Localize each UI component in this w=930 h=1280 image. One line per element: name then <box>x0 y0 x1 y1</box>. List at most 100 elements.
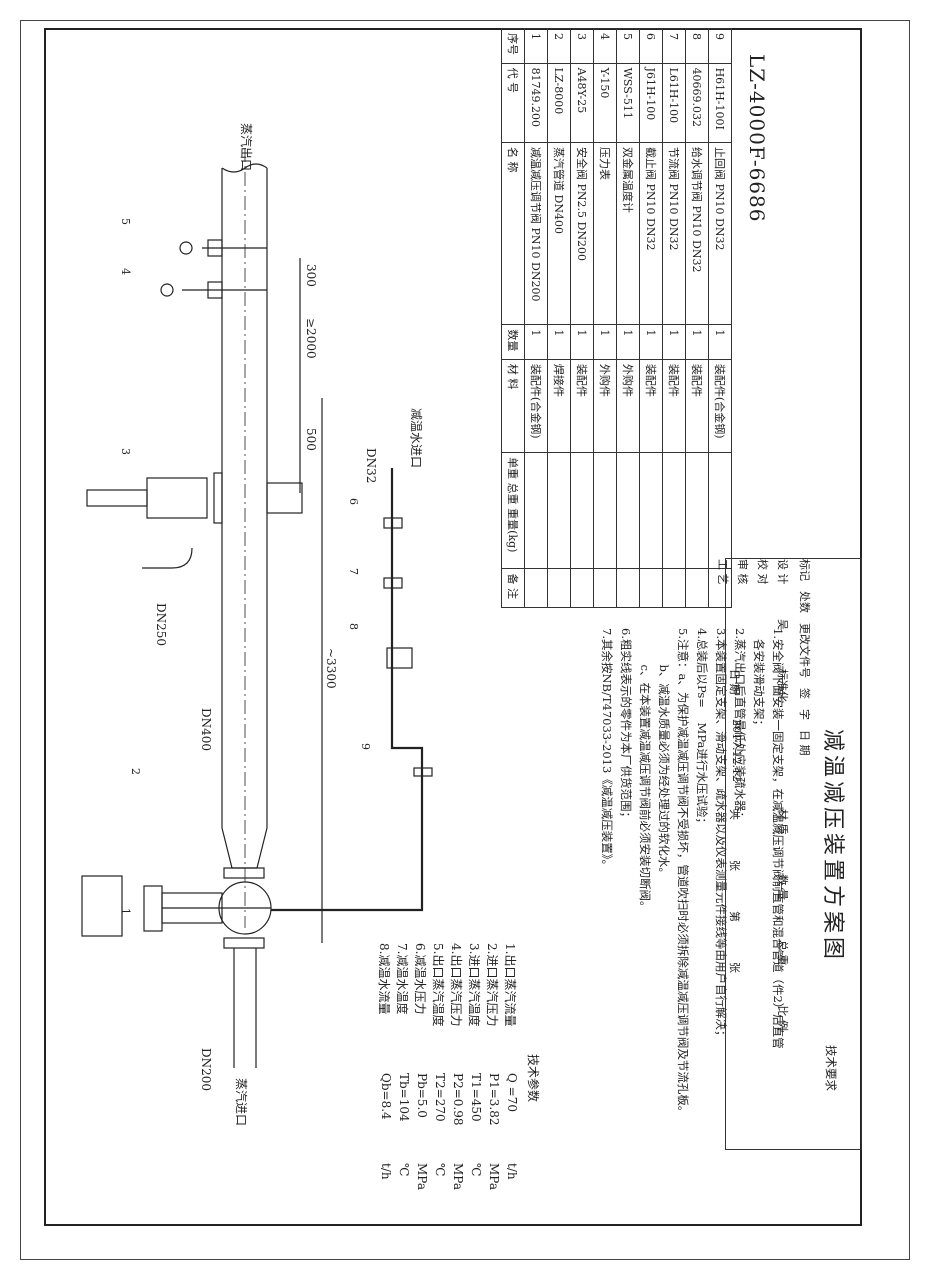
part-remark <box>547 568 571 608</box>
part-unit-weight <box>524 452 548 569</box>
balloon-4: 4 <box>119 268 132 275</box>
part-material: 装配件 <box>570 359 594 453</box>
tech-param-value: Qb=8.4 <box>379 1073 393 1120</box>
tech-params-heading: 技术参数 <box>526 1053 540 1102</box>
designer-name: 吴 <box>776 619 789 630</box>
header-weight-unit: 重量(kg) <box>506 508 519 553</box>
part-name: 双金属温度计 <box>616 142 640 325</box>
tech-param-value: Pb=5.0 <box>415 1073 429 1118</box>
part-material: 装配件(合金钢) <box>524 359 548 453</box>
part-qty: 1 <box>570 324 594 360</box>
label-dn400: DN400 <box>199 708 213 751</box>
revision-headers: 标记处数更改文件号签字日 期 <box>797 559 813 756</box>
part-no: 7 <box>662 28 686 64</box>
standardization-label: 标准化 <box>776 669 789 702</box>
title-props: 材 质数 量总 重比 例 <box>775 809 791 1031</box>
part-no: 3 <box>570 28 594 64</box>
revision-header: 字 <box>798 709 811 720</box>
part-remark <box>662 568 686 608</box>
actuator-flange <box>143 885 163 932</box>
balloon-7: 7 <box>347 568 360 575</box>
water-injection-line <box>271 498 424 912</box>
sheet-unit-2: 张 <box>728 962 741 973</box>
tech-param-unit: t/h <box>505 1163 519 1180</box>
approval-role: 审 核 <box>736 559 749 585</box>
tech-requirement-line: 5.注意：a、为保护减温减压调节阀不受损坏，管道吹扫时必须拆除减温减压调节阀及节… <box>676 628 690 1118</box>
part-code: H61H-100I <box>708 63 732 143</box>
regulating-valve-8 <box>386 647 413 669</box>
safety-valve-nozzle <box>266 482 303 514</box>
tech-requirement-line: 4.总装后以Ps= MPa进行水压试验； <box>695 628 709 829</box>
tech-param-value: T2=270 <box>433 1073 447 1122</box>
approval-role: 校 对 <box>756 559 769 585</box>
part-qty: 1 <box>685 324 709 360</box>
sheet-no-label: 第 <box>728 911 741 922</box>
parts-table-header: 序号 代 号 名 称 数量 材 料 单重 总重 重量(kg) 备 注 <box>501 28 525 608</box>
header-qty: 数量 <box>501 324 525 360</box>
drawing-title: 减温减压装置方案图 <box>820 729 845 964</box>
sheet-outer-border <box>20 20 910 1260</box>
title-prop: 比 例 <box>776 1005 789 1032</box>
flange-2 <box>223 937 265 949</box>
header-unit-weight: 单重 <box>506 457 519 480</box>
approval-roles: 设 计校 对审 核工 艺 <box>715 559 791 585</box>
part-qty: 1 <box>593 324 617 360</box>
part-code: A48Y-25 <box>570 63 594 143</box>
part-remark <box>524 568 548 608</box>
part-name: 截止阀 PN10 DN32 <box>639 142 663 325</box>
revision-header: 日 期 <box>798 730 811 756</box>
part-qty: 1 <box>616 324 640 360</box>
revision-header: 签 <box>798 688 811 699</box>
safety-valve-body <box>146 477 208 519</box>
revision-header: 标记 <box>798 559 811 581</box>
part-material: 装配件 <box>662 359 686 453</box>
tech-param-unit: ℃ <box>397 1163 411 1177</box>
dim-300: 300 <box>304 264 318 287</box>
tech-param-unit: MPa <box>487 1163 501 1190</box>
part-qty: 1 <box>708 324 732 360</box>
part-qty: 1 <box>639 324 663 360</box>
part-qty: 1 <box>547 324 571 360</box>
part-name: 蒸汽管道 DN400 <box>547 142 571 325</box>
title-prop: 数 量 <box>776 874 789 901</box>
safety-valve-exhaust <box>142 547 193 569</box>
part-qty: 1 <box>524 324 548 360</box>
tech-param-name: 5.出口蒸汽温度 <box>431 943 445 1027</box>
tech-param-value: T1=450 <box>469 1073 483 1122</box>
piping-drawing: 蒸汽出口 蒸汽进口 减温水进口 DN250 DN400 DN200 DN32 3… <box>81 123 433 1126</box>
tech-param-value: P2=0.98 <box>451 1073 465 1126</box>
title-block: 减温减压装置方案图 LZ-4000F-6686 标记处数更改文件号签字日 期 设… <box>716 54 862 1150</box>
header-total-weight: 总重 <box>506 482 519 505</box>
header-material: 材 料 <box>501 359 525 453</box>
pressure-gauge-icon <box>160 283 174 297</box>
part-material: 装配件 <box>685 359 709 453</box>
balloon-9: 9 <box>359 743 372 750</box>
header-remark: 备 注 <box>501 568 525 608</box>
tech-param-name: 1.出口蒸汽流量 <box>503 943 517 1027</box>
tech-requirement-line: 7.其余按NB/T47033-2013《减温减压装置》。 <box>600 628 614 872</box>
tech-param-unit: MPa <box>415 1163 429 1190</box>
part-material: 外购件 <box>616 359 640 453</box>
part-material: 装配件(合金钢) <box>708 359 732 453</box>
stop-valve-6 <box>383 517 403 529</box>
dim-2000: ≥2000 <box>304 318 318 359</box>
part-name: 安全阀 PN2.5 DN200 <box>570 142 594 325</box>
safety-valve-spring <box>86 489 148 507</box>
tech-requirement-line: 6.粗实线表示的零件为本厂供货范围； <box>619 628 633 823</box>
part-code: L61H-100 <box>662 63 686 143</box>
drawing-number: LZ-4000F-6686 <box>745 54 769 223</box>
part-remark <box>616 568 640 608</box>
label-dn200: DN200 <box>199 1048 213 1091</box>
title-prop: 材 质 <box>776 809 789 835</box>
part-no: 8 <box>685 28 709 64</box>
tech-param-value: Tb=104 <box>397 1073 411 1122</box>
part-name: 减温减压调节阀 PN10 DN200 <box>524 142 548 325</box>
